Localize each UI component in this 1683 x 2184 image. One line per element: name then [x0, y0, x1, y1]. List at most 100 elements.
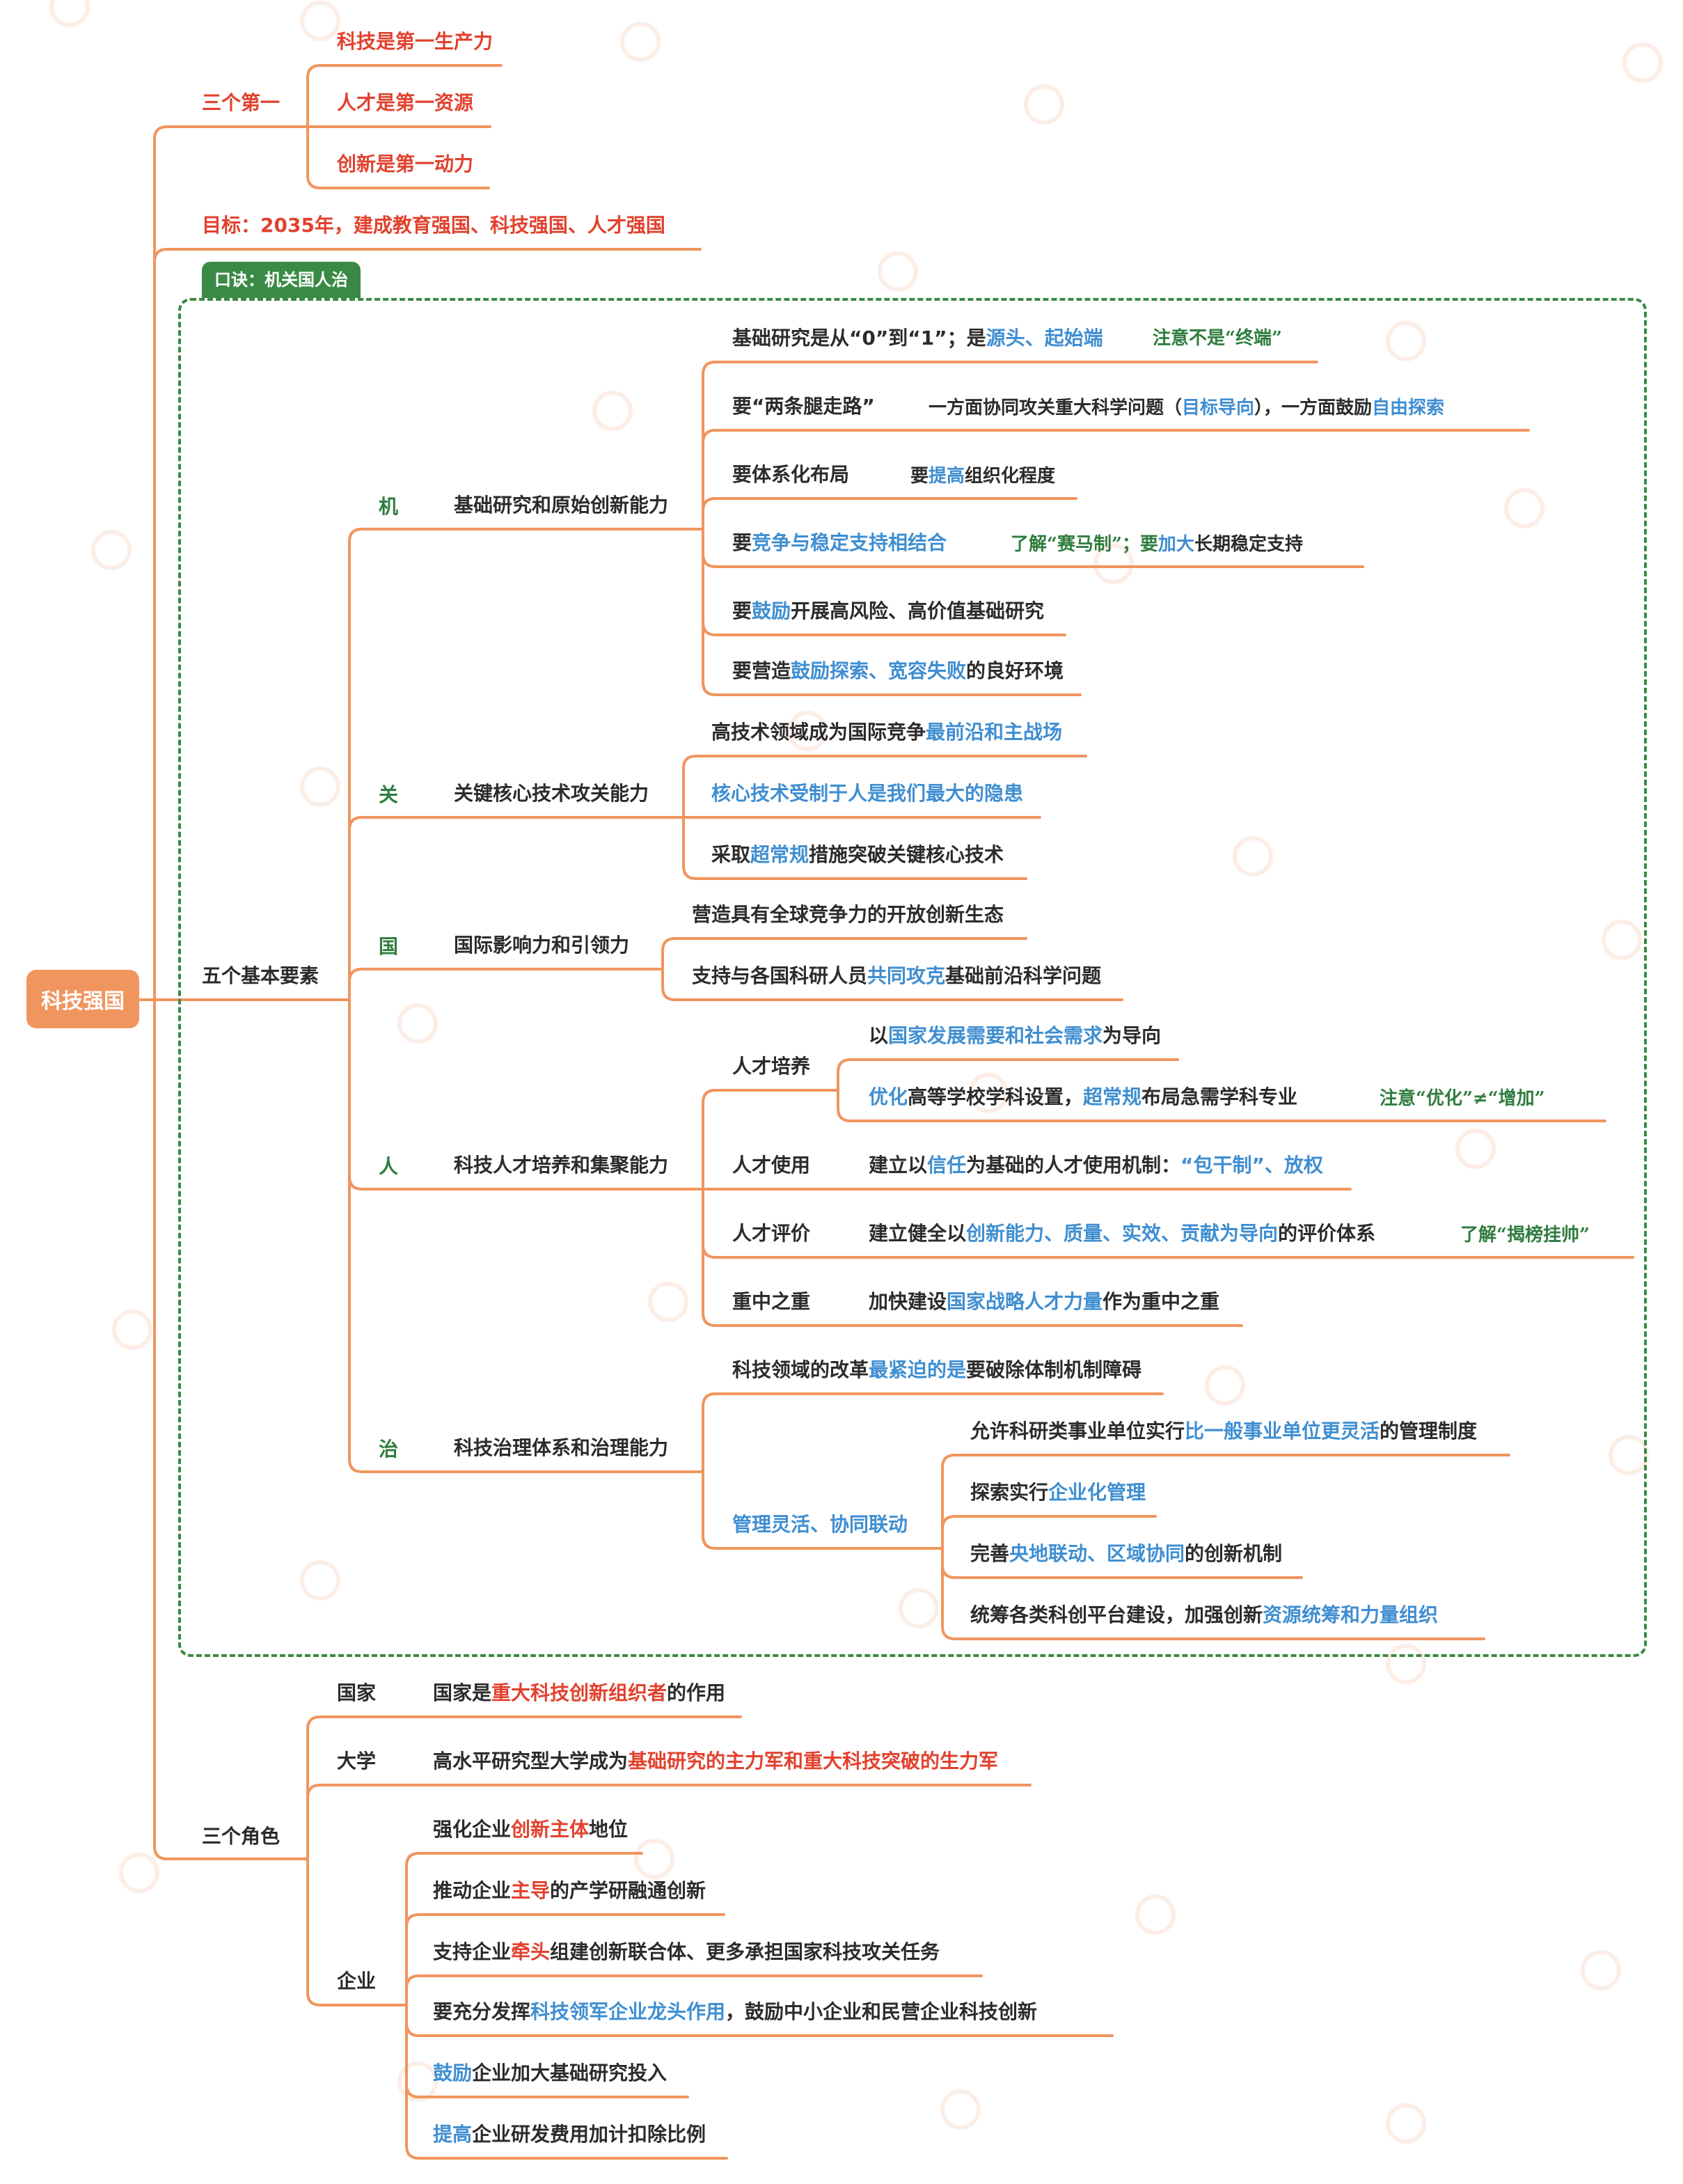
ji-item-6[interactable]: 要营造鼓励探索、宽容失败的良好环境 [732, 659, 1064, 682]
ren-pingjia-label[interactable]: 人才评价 [732, 1222, 811, 1245]
guanli-line-3 [941, 1625, 1485, 1640]
ren-pingjia-note: 了解“揭榜挂帅” [1460, 1225, 1590, 1246]
ji-item-3-detail: 要提高组织化程度 [910, 466, 1056, 487]
ji-item-2[interactable]: 要“两条腿走路” [732, 395, 875, 418]
qiye-item-4[interactable]: 要充分发挥科技领军企业龙头作用，鼓励中小企业和民营企业科技创新 [433, 2000, 1038, 2023]
qiye-item-3[interactable]: 支持企业牵头组建创新联合体、更多承担国家科技攻关任务 [433, 1940, 940, 1963]
zhi-guanli-item-1[interactable]: 允许科研类事业单位实行比一般事业单位更灵活的管理制度 [970, 1420, 1478, 1443]
element-ren-label[interactable]: 科技人才培养和集聚能力 [454, 1154, 669, 1177]
peiyang-line-1 [837, 1107, 1606, 1122]
role-daxue-label[interactable]: 大学 [337, 1750, 377, 1773]
element-guan-label[interactable]: 关键核心技术攻关能力 [454, 782, 649, 805]
watermark-mark [397, 1003, 438, 1044]
watermark-mark [91, 530, 132, 570]
qiye-line-1 [405, 1913, 725, 1928]
qiye-item-1[interactable]: 强化企业创新主体地位 [433, 1818, 629, 1841]
five-elements-label[interactable]: 五个基本要素 [202, 964, 319, 987]
ren-peiyang-item-1[interactable]: 以国家发展需要和社会需求为导向 [869, 1024, 1162, 1047]
qiye-item-2[interactable]: 推动企业主导的产学研融通创新 [433, 1879, 706, 1902]
watermark-mark [119, 1853, 159, 1893]
elements-line-3 [348, 1175, 702, 1191]
firsts-line-0 [306, 64, 503, 79]
ren-peiyang-label[interactable]: 人才培养 [732, 1055, 811, 1078]
role-qiye-label[interactable]: 企业 [337, 1970, 377, 1993]
watermark-mark [1455, 1129, 1496, 1169]
ren-zhongzhong-label[interactable]: 重中之重 [732, 1290, 811, 1313]
qiye-line-3 [405, 2022, 1114, 2037]
three-roles-label[interactable]: 三个角色 [202, 1825, 280, 1848]
ji-item-1-note: 注意不是“终端” [1153, 328, 1282, 349]
watermark-mark [940, 2089, 981, 2130]
zhi-line-1 [702, 1534, 941, 1550]
ji-item-3[interactable]: 要体系化布局 [732, 463, 850, 486]
zhi-guanli-item-2[interactable]: 探索实行企业化管理 [970, 1481, 1146, 1504]
watermark-mark [878, 251, 918, 292]
ren-shiyong-label[interactable]: 人才使用 [732, 1154, 811, 1177]
zhi-line-0 [702, 1392, 1164, 1408]
ji-line-1 [702, 429, 1530, 444]
guo-item-2[interactable]: 支持与各国科研人员共同攻克基础前沿科学问题 [692, 964, 1102, 987]
ren-peiyang-item-2[interactable]: 优化高等学校学科设置，超常规布局急需学科专业 [869, 1085, 1298, 1108]
watermark-mark [1622, 42, 1663, 83]
ji-line-4 [702, 621, 1066, 636]
ji-item-5[interactable]: 要鼓励开展高风险、高价值基础研究 [732, 599, 1045, 622]
element-zhi-label[interactable]: 科技治理体系和治理能力 [454, 1436, 669, 1459]
mnemonic-badge: 口诀：机关国人治 [202, 262, 361, 298]
three-firsts-item-2[interactable]: 人才是第一资源 [337, 91, 474, 114]
roles-line-1 [306, 1784, 1032, 1799]
qiye-item-6[interactable]: 提高企业研发费用加计扣除比例 [433, 2123, 706, 2146]
peiyang-line-0 [837, 1058, 1179, 1074]
watermark-mark [787, 711, 828, 751]
element-ji-label[interactable]: 基础研究和原始创新能力 [454, 494, 669, 517]
zhi-guanli-item-3[interactable]: 完善央地联动、区域协同的创新机制 [970, 1542, 1283, 1565]
guan-item-3[interactable]: 采取超常规措施突破关键核心技术 [711, 843, 1004, 866]
watermark-mark [49, 0, 90, 27]
guo-line-0 [661, 937, 1027, 952]
zhi-guanli-item-4[interactable]: 统筹各类科创平台建设，加强创新资源统筹和力量组织 [970, 1603, 1439, 1626]
root-node[interactable]: 科技强国 [26, 970, 139, 1028]
guan-item-2[interactable]: 核心技术受制于人是我们最大的隐患 [711, 782, 1024, 805]
ren-pingjia-detail[interactable]: 建立健全以创新能力、质量、实效、贡献为导向的评价体系 [869, 1222, 1376, 1245]
watermark-mark [899, 1588, 939, 1628]
guanli-line-1 [941, 1515, 1157, 1530]
ji-item-4-detail: 了解“赛马制”；要加大长期稳定支持 [1011, 534, 1303, 555]
guan-item-1[interactable]: 高技术领域成为国际竞争最前沿和主战场 [711, 721, 1063, 744]
guanli-line-0 [941, 1454, 1510, 1469]
qiye-item-5[interactable]: 鼓励企业加大基础研究投入 [433, 2061, 667, 2084]
ren-shiyong-detail[interactable]: 建立以信任为基础的人才使用机制：“包干制”、放权 [869, 1154, 1323, 1177]
elements-line-1 [348, 816, 684, 831]
watermark-mark [300, 1560, 340, 1601]
tag-guo: 国 [379, 935, 399, 958]
roles-line-2 [306, 1991, 405, 2006]
element-guo-label[interactable]: 国际影响力和引领力 [454, 934, 630, 957]
watermark-mark [397, 2061, 438, 2102]
three-firsts-label[interactable]: 三个第一 [202, 91, 280, 114]
guan-line-2 [682, 865, 1027, 880]
role-daxue-detail[interactable]: 高水平研究型大学成为基础研究的主力军和重大科技突破的生力军 [433, 1750, 999, 1773]
zhi-guanli-label[interactable]: 管理灵活、协同联动 [732, 1513, 908, 1536]
ren-zhongzhong-detail[interactable]: 加快建设国家战略人才力量作为重中之重 [869, 1290, 1220, 1313]
guanli-line-2 [941, 1564, 1303, 1579]
role-guojia-label[interactable]: 国家 [337, 1681, 377, 1704]
ji-line-0 [702, 361, 1318, 376]
guo-item-1[interactable]: 营造具有全球竞争力的开放创新生态 [692, 903, 1004, 926]
zhi-item-1[interactable]: 科技领域的改革最紧迫的是要破除体制机制障碍 [732, 1358, 1142, 1381]
watermark-mark [1093, 544, 1134, 584]
guan-line-0 [682, 755, 1087, 770]
ji-item-4[interactable]: 要竞争与稳定支持相结合 [732, 531, 947, 554]
watermark-mark [968, 1073, 1009, 1113]
ren-line-3 [702, 1312, 1243, 1327]
qiye-line-0 [405, 1852, 643, 1867]
ji-item-2-detail: 一方面协同攻关重大科学问题（目标导向），一方面鼓励自由探索 [929, 398, 1445, 418]
elements-line-0 [348, 528, 702, 543]
ji-item-1[interactable]: 基础研究是从“0”到“1”；是源头、起始端 [732, 327, 1103, 349]
watermark-mark [1233, 836, 1273, 877]
tag-guan: 关 [379, 783, 399, 806]
goal-node[interactable]: 目标：2035年，建成教育强国、科技强国、人才强国 [202, 214, 665, 237]
three-firsts-item-3[interactable]: 创新是第一动力 [337, 152, 474, 175]
root-line-3 [153, 1845, 308, 1860]
three-firsts-item-1[interactable]: 科技是第一生产力 [337, 30, 493, 53]
role-guojia-detail[interactable]: 国家是重大科技创新组织者的作用 [433, 1681, 726, 1704]
